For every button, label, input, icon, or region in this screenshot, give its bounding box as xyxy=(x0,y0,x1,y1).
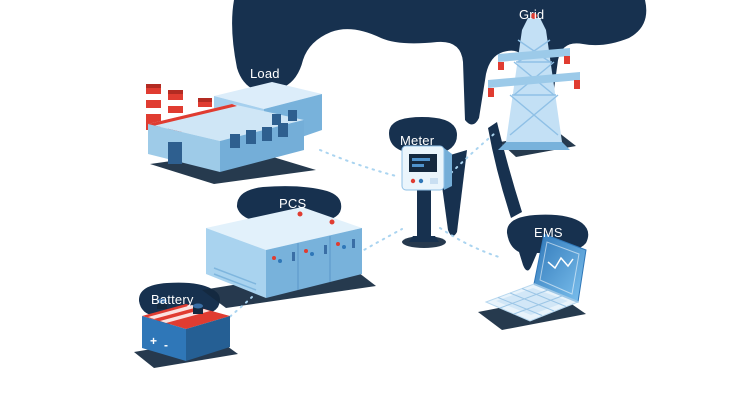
label-ems: EMS xyxy=(534,225,563,240)
load-factory-illustration xyxy=(146,82,322,172)
meter-keypad xyxy=(430,178,438,184)
laptop-screen-chart-line xyxy=(547,256,574,270)
battery-right-face xyxy=(186,316,230,361)
label-load: Load xyxy=(250,66,280,81)
meter-pole xyxy=(417,188,431,238)
label-meter: Meter xyxy=(400,133,435,148)
meter-pole-base xyxy=(409,236,439,242)
battery-illustration: + - xyxy=(142,298,230,361)
tower-base xyxy=(498,142,570,150)
callout-streak-grid-to-ems xyxy=(488,122,522,218)
label-pcs: PCS xyxy=(279,196,307,211)
battery-minus-mark: - xyxy=(164,338,168,352)
ems-laptop-illustration xyxy=(484,233,587,322)
connector-load-meter xyxy=(319,149,397,177)
laptop-key-rows xyxy=(497,288,567,316)
tower-lower-arm xyxy=(488,72,580,88)
pcs-top xyxy=(206,207,362,250)
meter-illustration xyxy=(401,145,452,242)
battery-left-face xyxy=(142,316,186,361)
laptop-hinge xyxy=(533,283,579,303)
factory-main-left-wall xyxy=(148,124,220,172)
tower-upper-arm xyxy=(498,48,570,62)
battery-plus-mark: + xyxy=(150,334,157,348)
meter-led-blue xyxy=(418,178,424,184)
tower-beacon-light xyxy=(531,13,537,19)
pcs-left-face xyxy=(206,228,266,298)
tower-tip xyxy=(522,18,546,30)
pcs-vents xyxy=(213,267,257,291)
connector-meter-ems xyxy=(439,227,503,259)
laptop-screen-inner-border xyxy=(539,241,580,295)
meter-head-side xyxy=(444,148,452,190)
factory-main-roof xyxy=(148,104,304,141)
factory-roof-red-edge xyxy=(148,104,237,126)
pcs-door-seams xyxy=(297,236,331,290)
label-grid: Grid xyxy=(519,7,545,22)
pcs-indicator-lights xyxy=(272,211,346,263)
factory-rear-roof xyxy=(214,82,322,109)
meter-screen xyxy=(409,154,437,172)
meter-led-red xyxy=(410,178,416,184)
battery-terminals xyxy=(157,298,203,314)
pcs-door-handles xyxy=(292,239,355,261)
tower-insulators xyxy=(488,56,580,97)
meter-screen-line xyxy=(412,158,430,161)
factory-windows xyxy=(230,110,297,148)
pcs-cabinets-illustration xyxy=(206,207,362,298)
battery-top-stripe xyxy=(148,305,198,319)
label-battery: Battery xyxy=(151,292,194,307)
factory-door xyxy=(168,142,182,164)
meter-screen-line xyxy=(412,164,424,167)
grid-tower-illustration xyxy=(488,13,580,150)
